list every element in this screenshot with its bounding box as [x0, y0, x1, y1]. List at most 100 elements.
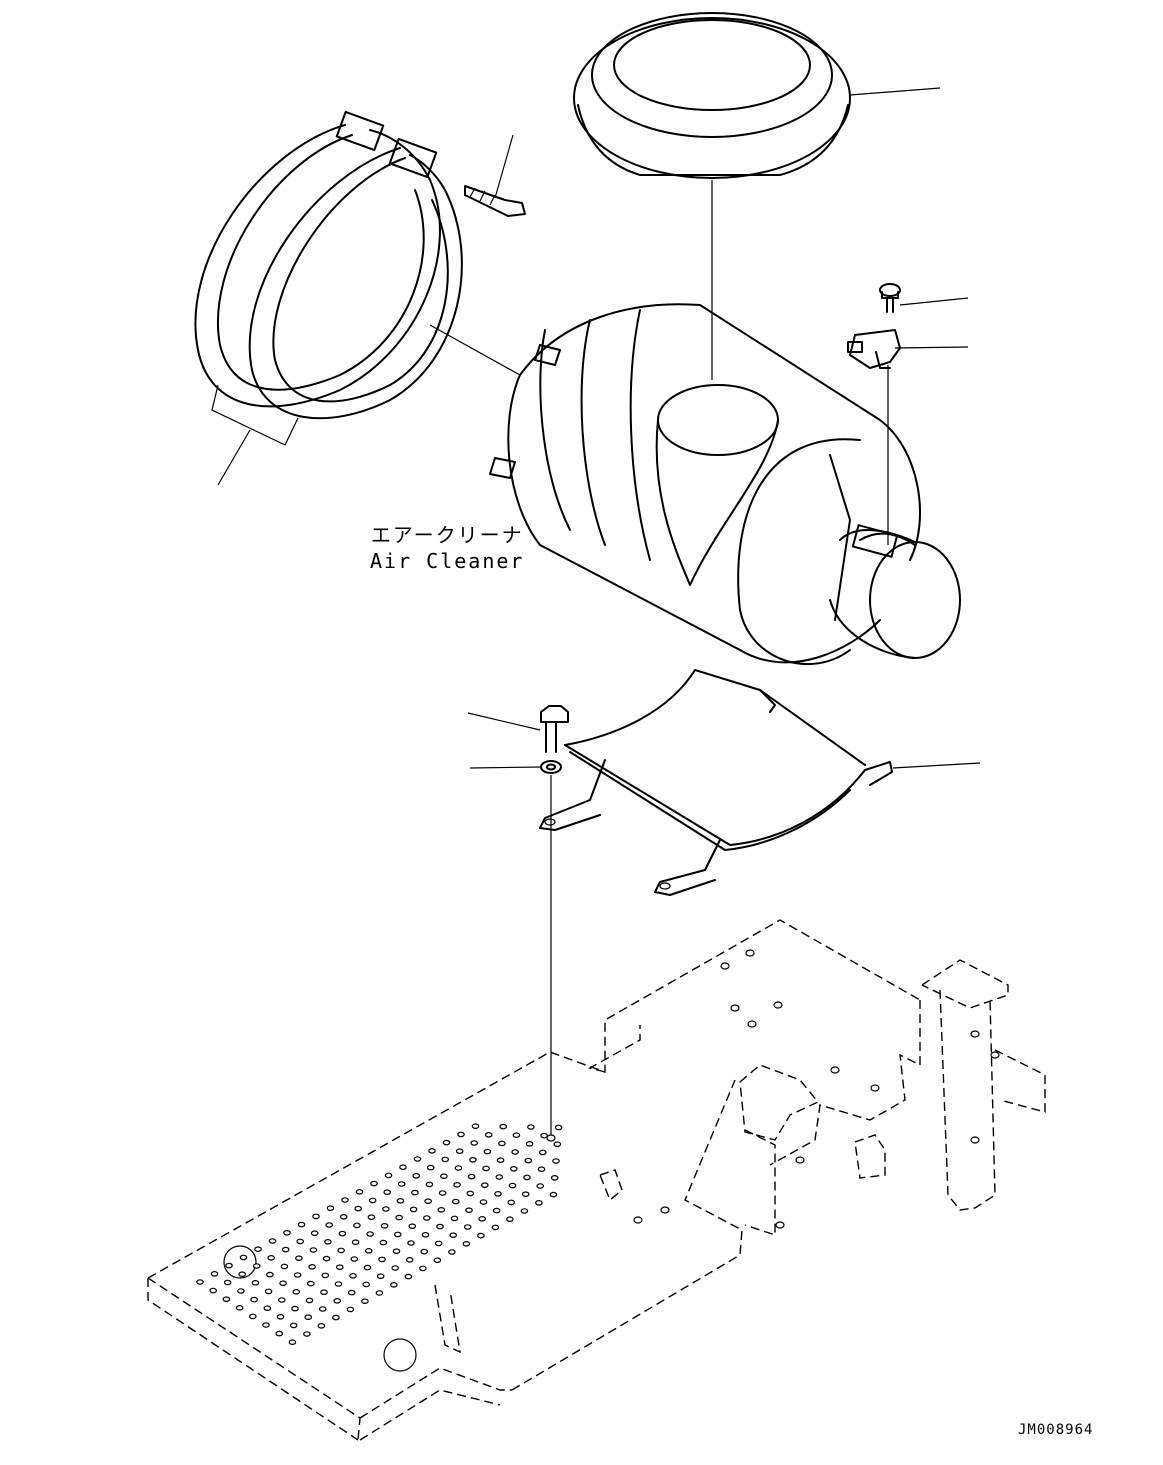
perforation-hole: [457, 1131, 465, 1138]
perforation-hole: [209, 1287, 218, 1294]
mounting-hole: [970, 1030, 980, 1038]
perforation-hole: [353, 1222, 361, 1229]
mounting-hole: [773, 1001, 783, 1009]
perforation-hole: [469, 1157, 477, 1163]
perforation-hole: [235, 1305, 244, 1311]
perforation-hole: [397, 1181, 406, 1187]
perforation-hole: [304, 1314, 313, 1321]
perforation-hole: [332, 1314, 340, 1321]
drawing-id: JM008964: [1018, 1422, 1094, 1438]
perforation-hole: [428, 1148, 436, 1154]
perforation-hole: [263, 1305, 272, 1312]
leader-bracket-clamps: [211, 384, 299, 446]
perforation-hole: [440, 1173, 448, 1180]
perforation-hole: [312, 1213, 320, 1220]
perforation-hole: [407, 1240, 415, 1246]
perforation-hole: [324, 1239, 332, 1245]
perforation-hole: [455, 1148, 464, 1155]
mounting-hole: [795, 1156, 805, 1164]
perforation-hole: [368, 1197, 377, 1204]
perforation-hole: [391, 1265, 400, 1271]
perforation-hole: [496, 1157, 505, 1164]
perforation-hole: [399, 1164, 407, 1171]
perforation-hole: [525, 1141, 534, 1147]
perforation-hole: [326, 1205, 335, 1212]
perforation-hole: [252, 1263, 261, 1269]
perforation-hole: [317, 1323, 326, 1329]
perforation-hole: [508, 1182, 517, 1189]
perforation-hole: [511, 1149, 519, 1155]
perforation-hole: [280, 1263, 289, 1270]
perforation-hole: [554, 1124, 563, 1131]
mounting-hole: [720, 962, 730, 970]
base-frame: [147, 919, 1046, 1441]
perforation-hole: [492, 1207, 501, 1214]
perforation-hole: [482, 1165, 490, 1172]
perforation-hole: [239, 1254, 248, 1261]
perforation-hole: [267, 1255, 276, 1261]
perforation-hole: [334, 1281, 343, 1287]
perforation-hole: [433, 1257, 442, 1264]
perforation-hole: [413, 1156, 422, 1162]
leader-line-saddle: [892, 762, 981, 769]
perforation-hole: [479, 1199, 488, 1205]
clamp-bands: [194, 110, 463, 420]
perforation-holes: [196, 949, 1000, 1346]
perforation-hole: [422, 1215, 431, 1221]
perforation-hole: [355, 1189, 364, 1195]
perforation-hole: [275, 1330, 284, 1337]
perforation-hole: [463, 1224, 472, 1230]
perforation-hole: [379, 1239, 388, 1246]
perforation-hole: [535, 1200, 543, 1206]
perforation-hole: [408, 1223, 417, 1230]
perforation-hole: [250, 1296, 258, 1303]
mounting-hole: [870, 1084, 880, 1092]
perforation-hole: [335, 1264, 344, 1271]
perforation-hole: [425, 1181, 434, 1188]
perforation-hole: [523, 1174, 531, 1181]
mounting-hole: [660, 1206, 670, 1214]
leader-line-bolt: [494, 134, 514, 199]
perforation-hole: [494, 1191, 502, 1197]
perforation-hole: [296, 1238, 305, 1245]
perforation-hole: [424, 1198, 432, 1205]
perforation-hole: [521, 1191, 530, 1198]
perforation-hole: [396, 1198, 405, 1204]
perforation-hole: [225, 1262, 233, 1269]
perforation-hole: [279, 1280, 287, 1287]
perforation-hole: [449, 1232, 458, 1239]
perforation-hole: [462, 1241, 471, 1247]
perforation-hole: [552, 1158, 560, 1164]
perforation-hole: [392, 1248, 401, 1255]
perforation-hole: [393, 1231, 402, 1238]
perforation-hole: [524, 1157, 533, 1164]
air-cleaner-cap: [573, 12, 851, 179]
perforation-hole: [409, 1206, 418, 1213]
perforation-hole: [305, 1297, 314, 1304]
mounting-hole: [830, 1066, 840, 1074]
perforation-hole: [380, 1223, 389, 1229]
perforation-hole: [382, 1206, 390, 1212]
leader-line-small-bolt: [899, 297, 969, 306]
perforation-hole: [303, 1331, 311, 1337]
saddle-bracket: [539, 669, 893, 896]
perforation-hole: [470, 1140, 479, 1146]
perforation-hole: [411, 1189, 419, 1196]
leader-line-bracket: [894, 346, 969, 349]
perforation-hole: [322, 1255, 331, 1262]
perforation-hole: [436, 1223, 444, 1230]
perforation-hole: [309, 1247, 318, 1253]
perforation-hole: [237, 1288, 245, 1294]
perforation-hole: [251, 1280, 260, 1286]
perforation-hole: [354, 1205, 363, 1212]
perforation-hole: [264, 1288, 273, 1295]
perforation-hole: [466, 1190, 475, 1197]
perforation-hole: [395, 1214, 403, 1221]
sensor-bracket: [847, 329, 901, 369]
small-bolt: [879, 283, 901, 313]
perforation-hole: [289, 1322, 298, 1329]
perforation-hole: [288, 1339, 297, 1346]
perforation-hole: [553, 1141, 562, 1148]
perforation-hole: [434, 1240, 443, 1247]
